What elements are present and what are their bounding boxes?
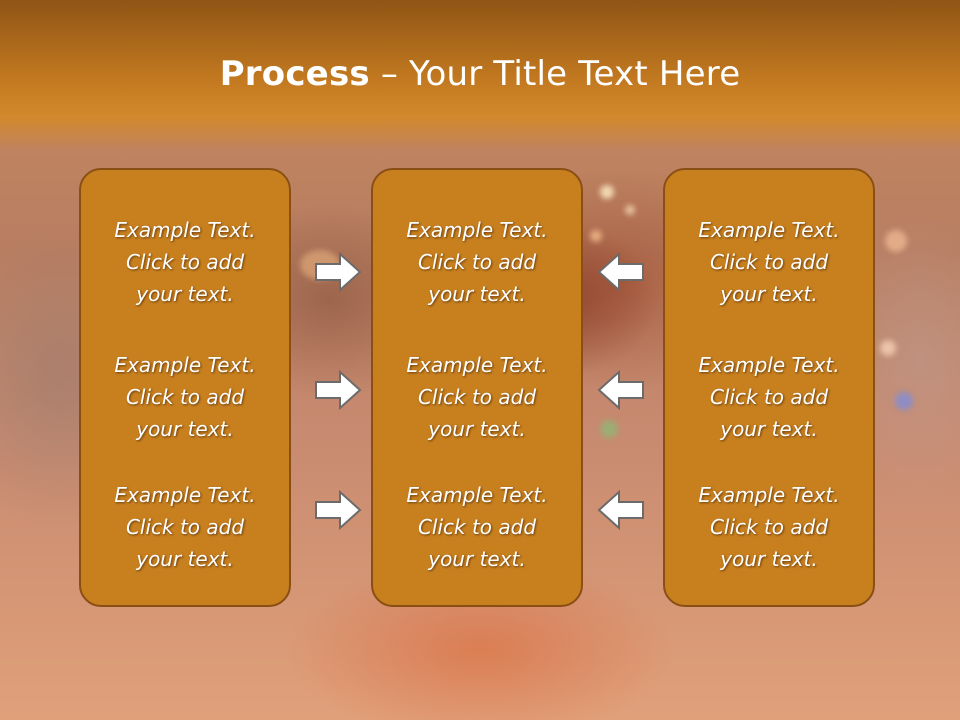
text-block[interactable]: Example Text. Click to add your text. [665,214,873,310]
right-arrow-icon[interactable] [314,369,362,411]
text-line: Click to add [417,515,537,539]
title-rest: – Your Title Text Here [369,54,741,94]
process-panel-middle[interactable]: Example Text. Click to add your text. Ex… [371,168,583,607]
bokeh-light [600,420,618,438]
text-line: Click to add [709,250,829,274]
text-line: Example Text. [698,218,840,242]
text-line: Example Text. [114,483,256,507]
process-panel-right[interactable]: Example Text. Click to add your text. Ex… [663,168,875,607]
text-line: Click to add [417,250,537,274]
text-line: Example Text. [114,353,256,377]
text-line: your text. [720,282,818,306]
text-line: Click to add [709,515,829,539]
text-block[interactable]: Example Text. Click to add your text. [373,479,581,575]
left-arrow-icon[interactable] [597,489,645,531]
text-block[interactable]: Example Text. Click to add your text. [81,349,289,445]
title-bold: Process [219,54,370,94]
text-line: Click to add [709,385,829,409]
bokeh-light [600,185,614,199]
text-line: Example Text. [698,353,840,377]
slide-title[interactable]: Process – Your Title Text Here [0,54,960,94]
bokeh-light [885,230,907,252]
text-line: your text. [428,417,526,441]
right-arrow-icon[interactable] [314,251,362,293]
text-line: Example Text. [406,353,548,377]
text-block[interactable]: Example Text. Click to add your text. [665,349,873,445]
text-line: your text. [136,417,234,441]
text-block[interactable]: Example Text. Click to add your text. [81,214,289,310]
bokeh-light [880,340,896,356]
left-arrow-icon[interactable] [597,251,645,293]
title-bar [0,0,960,150]
bokeh-light [625,205,635,215]
text-block[interactable]: Example Text. Click to add your text. [373,349,581,445]
text-line: your text. [720,547,818,571]
text-line: Example Text. [698,483,840,507]
text-line: your text. [720,417,818,441]
text-line: Click to add [125,250,245,274]
left-arrow-icon[interactable] [597,369,645,411]
text-line: Click to add [125,385,245,409]
text-block[interactable]: Example Text. Click to add your text. [665,479,873,575]
text-block[interactable]: Example Text. Click to add your text. [373,214,581,310]
process-panel-left[interactable]: Example Text. Click to add your text. Ex… [79,168,291,607]
text-line: Click to add [125,515,245,539]
text-line: your text. [136,282,234,306]
text-line: Example Text. [406,218,548,242]
text-line: Example Text. [406,483,548,507]
bokeh-light [895,392,913,410]
bokeh-light [590,230,602,242]
text-line: Example Text. [114,218,256,242]
text-line: your text. [428,547,526,571]
text-line: Click to add [417,385,537,409]
text-line: your text. [428,282,526,306]
right-arrow-icon[interactable] [314,489,362,531]
text-line: your text. [136,547,234,571]
text-block[interactable]: Example Text. Click to add your text. [81,479,289,575]
